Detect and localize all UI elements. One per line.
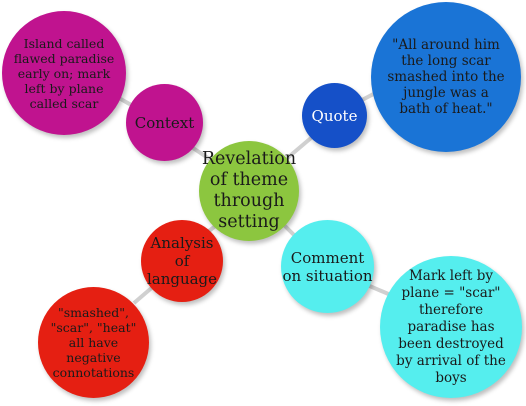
- node-quote-text: "All around him the long scar smashed in…: [371, 2, 521, 152]
- node-comment-on-situation: Comment on situation: [281, 220, 374, 313]
- node-context-label: Context: [134, 113, 195, 132]
- connector-center-quote: [283, 136, 313, 162]
- node-comment-detail-text: Mark left by plane = "scar" therefore pa…: [396, 267, 506, 386]
- node-analysis-label: Analysis of language: [146, 234, 218, 288]
- node-island-text: Island called flawed paradise early on; …: [13, 35, 115, 111]
- node-center-theme: Revelation of theme through setting: [199, 141, 299, 241]
- node-quote: Quote: [302, 83, 367, 148]
- node-center-label: Revelation of theme through setting: [201, 149, 297, 232]
- node-island-detail: Island called flawed paradise early on; …: [2, 11, 126, 135]
- node-comment-detail: Mark left by plane = "scar" therefore pa…: [380, 256, 522, 398]
- node-quote-label: Quote: [311, 106, 358, 125]
- node-comment-label: Comment on situation: [282, 248, 373, 285]
- node-language-detail: "smashed", "scar", "heat" all have negat…: [38, 287, 149, 398]
- node-analysis-of-language: Analysis of language: [141, 220, 223, 302]
- node-quote-text-content: "All around him the long scar smashed in…: [387, 37, 505, 117]
- node-context: Context: [126, 84, 203, 161]
- node-language-detail-text: "smashed", "scar", "heat" all have negat…: [50, 305, 137, 380]
